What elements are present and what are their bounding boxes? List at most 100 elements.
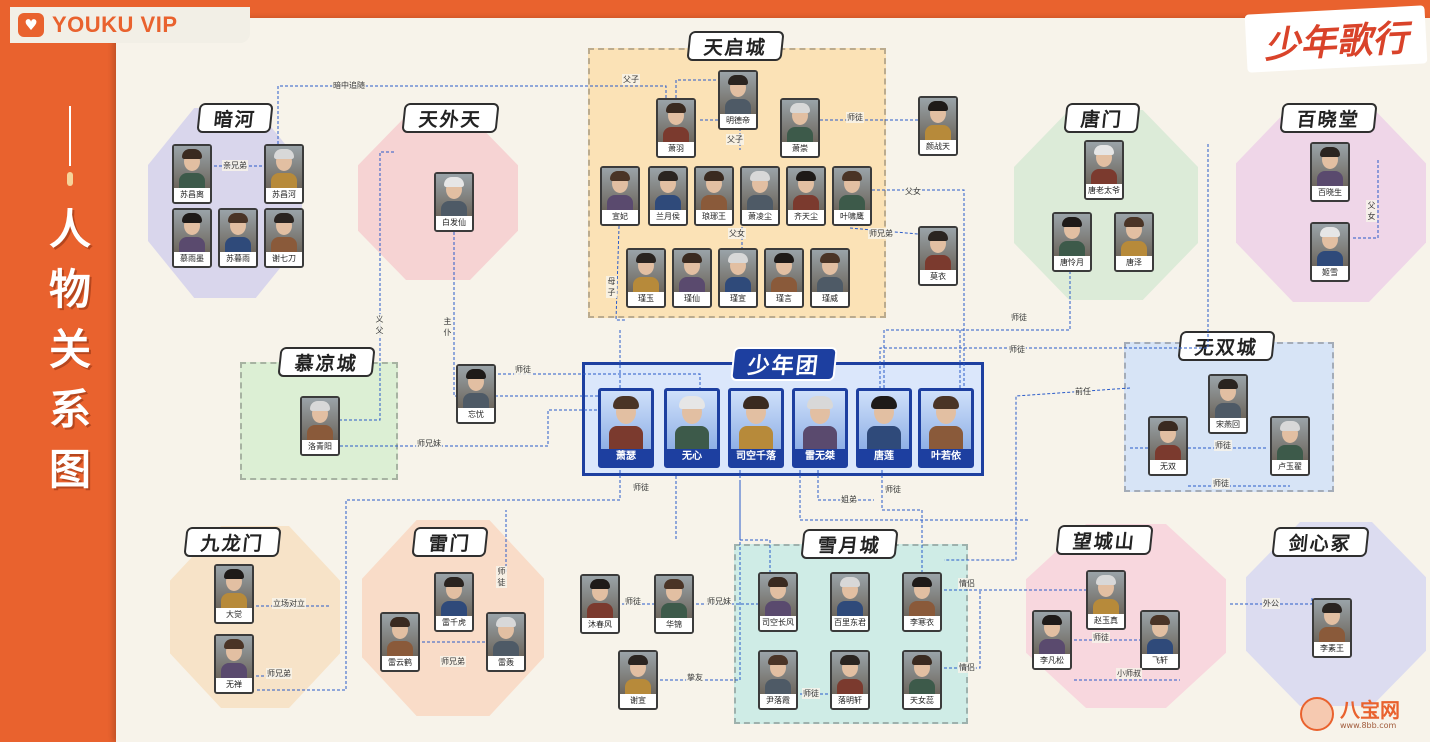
- character-card-yeruoyi[interactable]: 叶若依: [918, 388, 974, 468]
- character-card-suchangli[interactable]: 苏昌离: [172, 144, 212, 204]
- relation-label: 师徒: [1212, 478, 1230, 489]
- character-card-baixiaosheng[interactable]: 百晓生: [1310, 142, 1350, 202]
- character-card-leiqianhu[interactable]: 雷千虎: [434, 572, 474, 632]
- character-card-leiyunhe[interactable]: 雷云鹤: [380, 612, 420, 672]
- character-card-jinyan[interactable]: 瑾言: [764, 248, 804, 308]
- character-card-luyuzhai[interactable]: 卢玉翟: [1270, 416, 1310, 476]
- character-card-baili[interactable]: 百里东君: [830, 572, 870, 632]
- character-card-wushuangc[interactable]: 无双: [1148, 416, 1188, 476]
- portrait-hair: [496, 617, 516, 627]
- character-name: 忘忧: [458, 408, 494, 422]
- portrait-body: [1147, 639, 1173, 656]
- portrait-body: [221, 663, 247, 680]
- character-card-xiaochong[interactable]: 萧崇: [780, 98, 820, 158]
- portrait-hair: [820, 253, 840, 263]
- portrait-body: [493, 641, 519, 658]
- character-card-jixue[interactable]: 姬雪: [1310, 222, 1350, 282]
- relation-label: 立场对立: [272, 598, 306, 609]
- character-card-tiannvrui[interactable]: 天女蕊: [902, 650, 942, 710]
- character-card-huajin[interactable]: 华锦: [654, 574, 694, 634]
- title-char: 系: [48, 385, 91, 434]
- portrait-hair: [842, 171, 862, 181]
- character-card-xiaoyu[interactable]: 萧羽: [656, 98, 696, 158]
- relation-line: [944, 590, 981, 669]
- character-card-baifa[interactable]: 白发仙: [434, 172, 474, 232]
- character-name: 宣妃: [602, 210, 638, 224]
- character-card-luomingxuan[interactable]: 落明轩: [830, 650, 870, 710]
- character-card-suchanghe[interactable]: 苏昌河: [264, 144, 304, 204]
- youku-logo[interactable]: ♥ YOUKU VIP: [10, 7, 250, 43]
- character-name: 谢七刀: [266, 252, 302, 266]
- character-name: 唐老太爷: [1086, 184, 1122, 198]
- character-card-tanglian[interactable]: 唐莲: [856, 388, 912, 468]
- character-name: 雷无桀: [795, 449, 845, 465]
- character-card-leihong[interactable]: 雷轰: [486, 612, 526, 672]
- character-card-lihanyi[interactable]: 李寒衣: [902, 572, 942, 632]
- character-card-lifansong[interactable]: 李凡松: [1032, 610, 1072, 670]
- portrait: [488, 614, 524, 658]
- character-card-jinxuan[interactable]: 瑾宣: [718, 248, 758, 308]
- character-card-luoqingyang[interactable]: 洛青阳: [300, 396, 340, 456]
- character-card-jinyu[interactable]: 瑾玉: [626, 248, 666, 308]
- portrait-hair: [1042, 615, 1062, 625]
- portrait: [1210, 376, 1246, 420]
- character-card-mingde[interactable]: 明德帝: [718, 70, 758, 130]
- portrait: [1312, 144, 1348, 188]
- portrait-hair: [807, 396, 833, 409]
- relation-label: 姐弟: [840, 494, 858, 505]
- character-card-yinluoxia[interactable]: 尹落霞: [758, 650, 798, 710]
- character-card-sumuyu[interactable]: 苏暮雨: [218, 208, 258, 268]
- character-card-muyumo[interactable]: 慕雨墨: [172, 208, 212, 268]
- character-name: 萧凌尘: [742, 210, 778, 224]
- character-card-xieqidao[interactable]: 谢七刀: [264, 208, 304, 268]
- character-card-xiaolingchen[interactable]: 萧凌尘: [740, 166, 780, 226]
- character-card-songyanhui[interactable]: 宋燕回: [1208, 374, 1248, 434]
- relation-label: 情侣: [958, 578, 976, 589]
- portrait: [1150, 418, 1186, 462]
- character-card-jinxian[interactable]: 瑾仙: [672, 248, 712, 308]
- portrait-body: [679, 277, 705, 294]
- character-card-jinwei[interactable]: 瑾威: [810, 248, 850, 308]
- character-card-xuanfei[interactable]: 宣妃: [600, 166, 640, 226]
- character-card-feixuan[interactable]: 飞轩: [1140, 610, 1180, 670]
- character-name: 尹落霞: [760, 694, 796, 708]
- character-card-wuchan[interactable]: 无禅: [214, 634, 254, 694]
- character-card-xiaose[interactable]: 萧瑟: [598, 388, 654, 468]
- character-card-yexiaoying[interactable]: 叶啸鹰: [832, 166, 872, 226]
- portrait-body: [587, 603, 613, 620]
- relation-label: 师兄弟: [266, 668, 292, 679]
- relation-label: 亲兄弟: [222, 160, 248, 171]
- character-card-wuxin[interactable]: 无心: [664, 388, 720, 468]
- character-card-yanzhan[interactable]: 颜战天: [918, 96, 958, 156]
- portrait: [760, 574, 796, 618]
- character-card-xiexuan[interactable]: 谢宣: [618, 650, 658, 710]
- portrait: [720, 72, 756, 116]
- character-card-sikong[interactable]: 司空千落: [728, 388, 784, 468]
- character-card-tanglianyue[interactable]: 唐怜月: [1052, 212, 1092, 272]
- character-card-moyi[interactable]: 莫衣: [918, 226, 958, 286]
- character-card-tangze[interactable]: 唐泽: [1114, 212, 1154, 272]
- portrait: [1086, 142, 1122, 186]
- character-card-qitianchen[interactable]: 齐天尘: [786, 166, 826, 226]
- character-card-tanglaotai[interactable]: 唐老太爷: [1084, 140, 1124, 200]
- portrait-body: [725, 99, 751, 116]
- character-card-langya[interactable]: 琅琊王: [694, 166, 734, 226]
- character-card-muchunfeng[interactable]: 沐春风: [580, 574, 620, 634]
- portrait-hair: [390, 617, 410, 627]
- character-card-wangyou[interactable]: 忘忧: [456, 364, 496, 424]
- portrait: [795, 391, 845, 449]
- relation-line: [872, 189, 965, 388]
- character-card-dajue[interactable]: 大觉: [214, 564, 254, 624]
- portrait: [667, 391, 717, 449]
- character-card-zhaoyuzhen[interactable]: 赵玉真: [1086, 570, 1126, 630]
- portrait: [174, 210, 210, 254]
- character-card-sikongchangfeng[interactable]: 司空长风: [758, 572, 798, 632]
- portrait: [1142, 612, 1178, 656]
- character-card-leiwujie[interactable]: 雷无桀: [792, 388, 848, 468]
- portrait-body: [441, 601, 467, 618]
- title-char: 图: [48, 445, 91, 494]
- character-card-lisuwang[interactable]: 李素王: [1312, 598, 1352, 658]
- relation-label: 父子: [622, 74, 640, 85]
- relation-label: 师徒: [496, 566, 507, 588]
- character-card-lanyue[interactable]: 兰月侯: [648, 166, 688, 226]
